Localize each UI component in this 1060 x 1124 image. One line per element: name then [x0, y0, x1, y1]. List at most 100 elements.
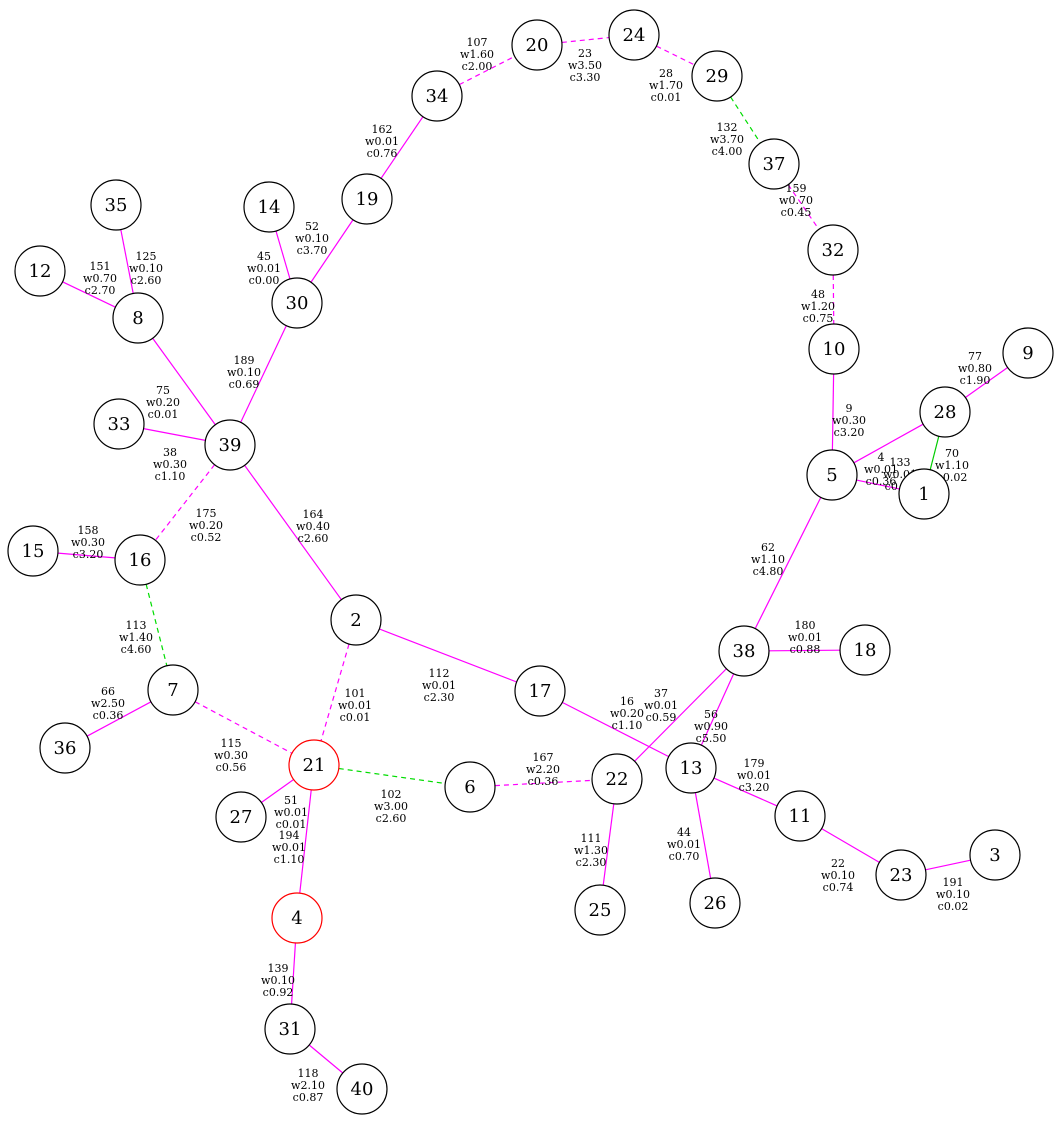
node-circle: [898, 468, 950, 520]
edge-label-line: w1.40: [119, 631, 153, 644]
node-21[interactable]: 21: [288, 739, 340, 791]
edge-24-29: [656, 45, 695, 66]
edge-label-line: c0.52: [191, 531, 222, 544]
edge-label-line: w0.10: [129, 262, 163, 275]
edge-label-line: w0.90: [694, 720, 728, 733]
node-circle: [839, 624, 891, 676]
node-23[interactable]: 23: [875, 849, 927, 901]
node-1[interactable]: 1: [898, 468, 950, 520]
node-10[interactable]: 10: [808, 323, 860, 375]
node-4[interactable]: 4: [271, 892, 323, 944]
node-14[interactable]: 14: [243, 181, 295, 233]
node-38[interactable]: 38: [718, 625, 770, 677]
edge-label-line: c0.36: [866, 475, 897, 488]
node-label: 28: [934, 402, 957, 423]
edge-label-line: 159: [786, 182, 807, 195]
edge-label-line: 70: [945, 447, 959, 460]
node-label: 39: [219, 435, 242, 456]
edge-label-line: c2.30: [424, 691, 455, 704]
node-label: 34: [426, 86, 449, 107]
edge-label-line: w0.20: [610, 707, 644, 720]
node-7[interactable]: 7: [147, 664, 199, 716]
edge-label-line: 158: [78, 524, 99, 537]
node-label: 17: [529, 681, 552, 702]
node-circle: [748, 138, 800, 190]
edge-label-line: w0.10: [936, 888, 970, 901]
node-35[interactable]: 35: [90, 179, 142, 231]
node-37[interactable]: 37: [748, 138, 800, 190]
node-32[interactable]: 32: [807, 224, 859, 276]
edge-label-line: c2.00: [462, 60, 493, 73]
node-circle: [90, 179, 142, 231]
edge-label-line: w1.60: [460, 48, 494, 61]
edge-28-5: [853, 423, 924, 464]
node-2[interactable]: 2: [330, 594, 382, 646]
node-18[interactable]: 18: [839, 624, 891, 676]
edge-39-16: [154, 464, 216, 541]
node-16[interactable]: 16: [114, 534, 166, 586]
node-6[interactable]: 6: [444, 761, 496, 813]
node-label: 7: [167, 680, 178, 701]
node-9[interactable]: 9: [1002, 327, 1054, 379]
node-5[interactable]: 5: [806, 449, 858, 501]
node-28[interactable]: 28: [919, 386, 971, 438]
node-circle: [774, 790, 826, 842]
edge-label-line: c0.92: [263, 986, 294, 999]
node-34[interactable]: 34: [411, 70, 463, 122]
node-label: 8: [132, 308, 143, 329]
node-3[interactable]: 3: [969, 829, 1021, 881]
node-8[interactable]: 8: [112, 292, 164, 344]
edge-label-line: 52: [305, 220, 319, 233]
node-29[interactable]: 29: [691, 50, 743, 102]
node-22[interactable]: 22: [591, 753, 643, 805]
edge-30-39: [240, 325, 287, 423]
node-40[interactable]: 40: [336, 1063, 388, 1115]
node-circle: [574, 884, 626, 936]
node-39[interactable]: 39: [204, 419, 256, 471]
node-33[interactable]: 33: [93, 398, 145, 450]
node-17[interactable]: 17: [514, 665, 566, 717]
node-circle: [147, 664, 199, 716]
node-15[interactable]: 15: [7, 525, 59, 577]
node-36[interactable]: 36: [39, 722, 91, 774]
edge-label-line: w0.01: [272, 841, 306, 854]
node-13[interactable]: 13: [665, 742, 717, 794]
edge-label-line: c3.30: [570, 71, 601, 84]
node-11[interactable]: 11: [774, 790, 826, 842]
node-24[interactable]: 24: [608, 9, 660, 61]
node-25[interactable]: 25: [574, 884, 626, 936]
edge-label-line: c0.75: [803, 312, 834, 325]
node-12[interactable]: 12: [14, 245, 66, 297]
node-19[interactable]: 19: [341, 173, 393, 225]
node-26[interactable]: 26: [689, 877, 741, 929]
edge-11-23: [821, 828, 880, 863]
node-27[interactable]: 27: [215, 791, 267, 843]
edge-label-line: c0.88: [790, 643, 821, 656]
node-20[interactable]: 20: [511, 19, 563, 71]
node-30[interactable]: 30: [271, 277, 323, 329]
edge-21-27: [261, 779, 294, 803]
edge-label-line: 28: [659, 67, 673, 80]
node-31[interactable]: 31: [264, 1003, 316, 1055]
edge-38-13: [700, 673, 735, 746]
node-label: 30: [286, 293, 309, 314]
edge-4-31: [290, 942, 297, 1005]
node-circle: [591, 753, 643, 805]
